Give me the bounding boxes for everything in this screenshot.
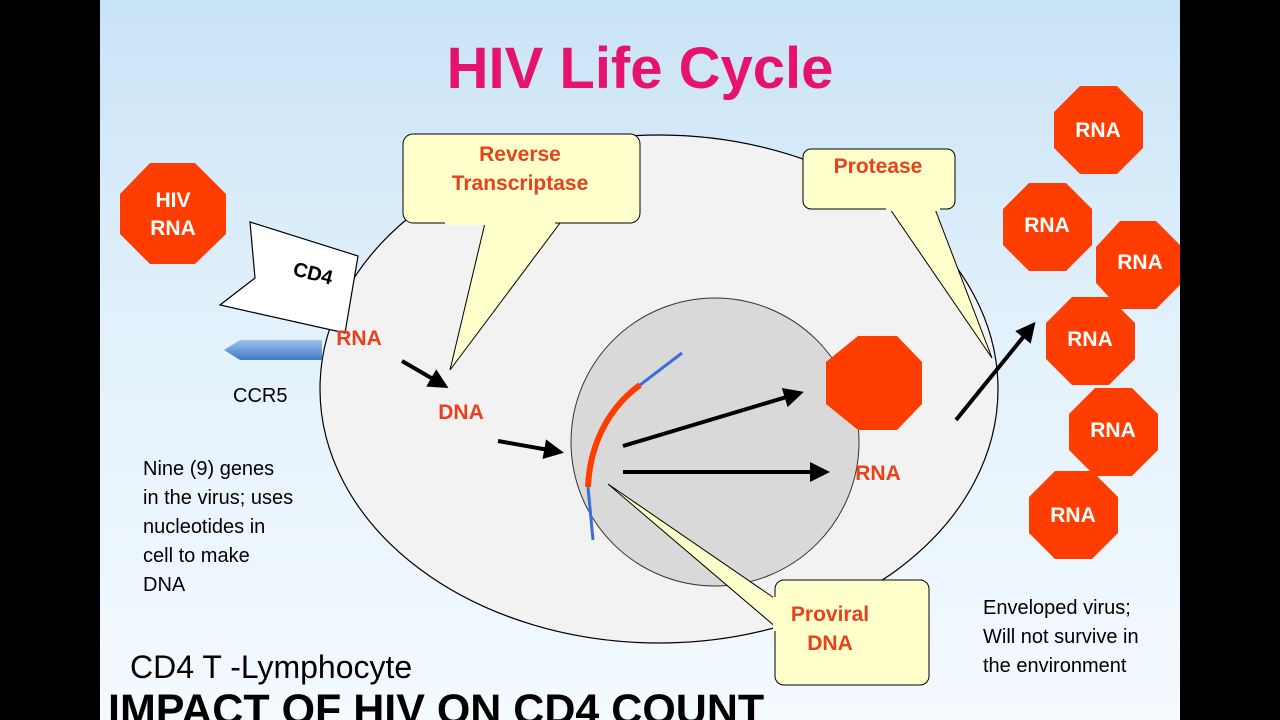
note-enveloped-line: Enveloped virus; — [983, 597, 1131, 619]
callout-seam-proviral — [773, 597, 778, 631]
arrow-dna-to-nucleus — [497, 439, 564, 460]
host-dna-strand-bottom — [586, 486, 595, 541]
released-virion: RNA — [1003, 183, 1092, 271]
note-genes-line: cell to make — [143, 545, 250, 567]
slide: HIV Life Cycle CD4 CCR5 HIV RNA RNA DNA … — [100, 0, 1180, 720]
released-virion: RNA — [1069, 388, 1158, 476]
note-genes-line: DNA — [143, 574, 186, 596]
hiv-virion — [120, 163, 226, 264]
callout-protease — [802, 148, 956, 210]
callout-seam-protease — [886, 207, 940, 211]
viral-dna-label: DNA — [438, 401, 484, 424]
arrow-virion-release — [954, 321, 1036, 422]
note-genes-line: nucleotides in — [143, 516, 265, 538]
note-genes-line: in the virus; uses — [143, 487, 293, 509]
virion-rna-label: RNA — [1067, 328, 1113, 351]
cell-type-label: CD4 T -Lymphocyte — [130, 649, 412, 685]
note-enveloped-line: the environment — [983, 655, 1127, 677]
ccr5-receptor — [224, 340, 322, 360]
note-enveloped-line: Will not survive in — [983, 626, 1139, 648]
released-virion: RNA — [1046, 297, 1135, 385]
note-genes: Nine (9) genes in the virus; uses nucleo… — [143, 458, 293, 596]
virion-rna-label: RNA — [1117, 251, 1163, 274]
nucleus — [570, 297, 860, 587]
callout-proviral-dna — [774, 579, 930, 686]
callout-seam-rt — [445, 221, 555, 225]
new-rna-label: RNA — [855, 462, 901, 485]
hiv-rna-line1: HIV — [155, 189, 190, 212]
arrow-rna-to-dna — [400, 359, 449, 389]
virion-rna-label: RNA — [1090, 419, 1136, 442]
viral-rna-label: RNA — [336, 327, 382, 350]
released-virion: RNA — [1029, 471, 1118, 559]
page-title: HIV Life Cycle — [447, 36, 834, 101]
arrow-to-new-virion — [622, 388, 804, 448]
rt-line2: Transcriptase — [452, 172, 589, 195]
proviral-line1: Proviral — [791, 603, 869, 626]
diagram: HIV Life Cycle CD4 CCR5 HIV RNA RNA DNA … — [108, 36, 1180, 720]
rt-line1: Reverse — [479, 143, 561, 166]
assembled-virion — [826, 336, 922, 430]
note-enveloped: Enveloped virus; Will not survive in the… — [983, 597, 1139, 677]
virion-rna-label: RNA — [1050, 504, 1096, 527]
virion-rna-label: RNA — [1075, 119, 1121, 142]
cd4-receptor — [218, 221, 359, 334]
protease-label: Protease — [834, 155, 923, 178]
hiv-rna-line2: RNA — [150, 217, 196, 240]
proviral-line2: DNA — [807, 632, 853, 655]
ccr5-label: CCR5 — [233, 385, 287, 407]
bottom-banner: IMPACT OF HIV ON CD4 COUNT — [108, 686, 764, 720]
proviral-dna-strand — [585, 382, 642, 488]
host-dna-strand-top — [639, 351, 683, 387]
released-virion: RNA — [1096, 221, 1180, 309]
virion-rna-label: RNA — [1024, 214, 1070, 237]
note-genes-line: Nine (9) genes — [143, 458, 274, 480]
released-virion: RNA — [1054, 86, 1143, 174]
